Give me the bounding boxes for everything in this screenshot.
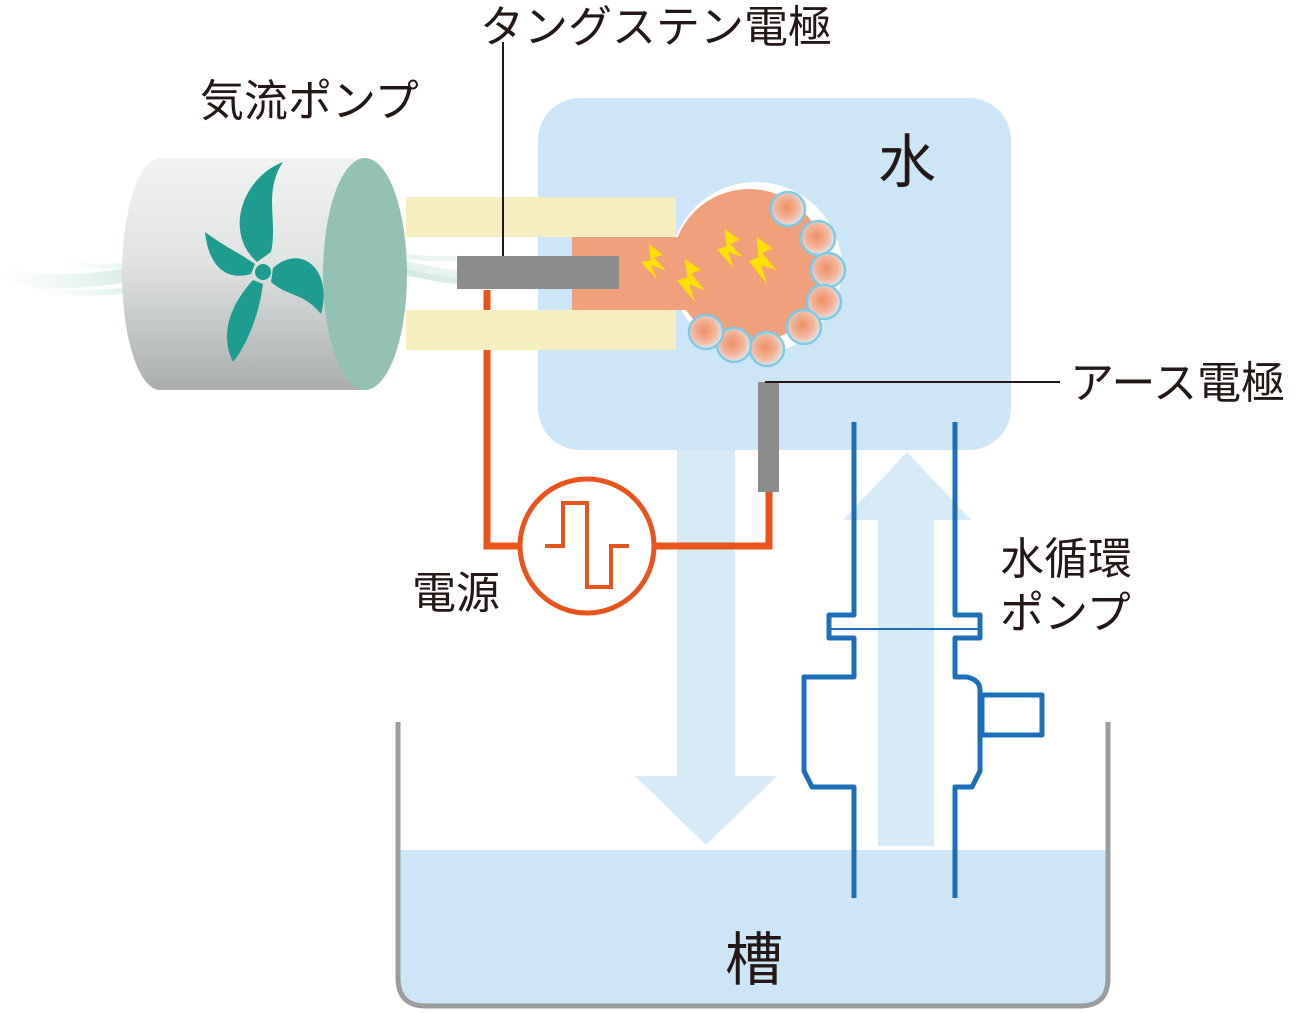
- pump-left-pipe: [801, 422, 857, 898]
- tungsten-electrode: [457, 256, 619, 289]
- insulator-bottom: [406, 310, 676, 350]
- label-tank: 槽: [725, 926, 783, 994]
- label-power-source: 電源: [412, 568, 500, 619]
- pump-outlet: [979, 692, 1045, 738]
- label-earth-electrode: アース電極: [1070, 358, 1285, 409]
- circulation-pump: [801, 422, 1045, 898]
- airflow-pump-face: [323, 158, 407, 390]
- label-water-circulation-pump-line1: 水循環: [1000, 534, 1132, 585]
- insulator-top: [406, 197, 676, 237]
- fan-icon: [205, 162, 324, 362]
- micro-bubble: [799, 219, 837, 257]
- downward-flow-arrow: [635, 450, 777, 845]
- power-source-symbol: [517, 476, 657, 616]
- upward-flow-arrow: [843, 452, 971, 846]
- label-tungsten-electrode: タングステン電極: [480, 2, 832, 53]
- spark-icon: [675, 256, 708, 305]
- spark-icon: [639, 241, 669, 283]
- micro-bubble: [805, 283, 843, 321]
- spark-icon: [715, 226, 745, 271]
- micro-bubble: [809, 251, 847, 289]
- micro-bubble: [687, 313, 725, 351]
- power-wire-right: [653, 490, 773, 550]
- airflow-pump: [122, 158, 407, 390]
- label-airflow-pump: 気流ポンプ: [200, 76, 419, 127]
- micro-bubble: [769, 190, 807, 228]
- tank-outline: [395, 722, 1111, 1009]
- micro-bubble: [748, 330, 786, 368]
- spark-icon: [747, 234, 780, 287]
- spark-icons: [639, 226, 780, 305]
- label-water-circulation-pump-line2: ポンプ: [1000, 588, 1131, 639]
- earth-electrode: [758, 382, 779, 492]
- tank-water: [398, 850, 1108, 1004]
- pump-right-pipe: [952, 422, 983, 898]
- micro-bubbles: [687, 190, 847, 368]
- label-water: 水: [878, 128, 936, 196]
- square-wave-icon: [545, 501, 629, 589]
- power-wire-left: [483, 290, 521, 550]
- micro-bubble: [785, 308, 823, 346]
